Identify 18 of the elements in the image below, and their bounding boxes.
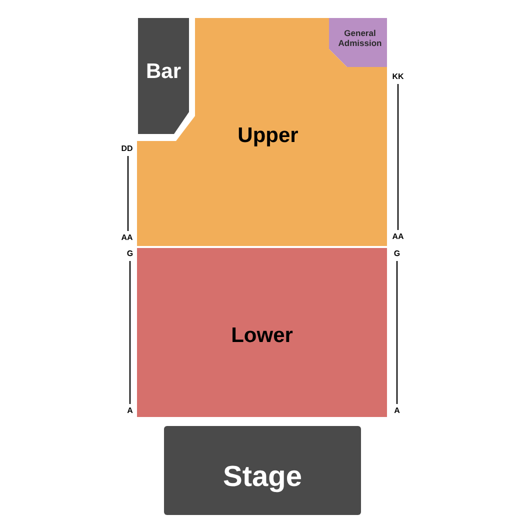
general-admission-section (329, 18, 387, 67)
row-label: A (127, 407, 133, 415)
section-label: Upper (236, 123, 300, 149)
upper-section (137, 18, 387, 246)
row-label: A (394, 407, 400, 415)
section-label: Lower (230, 323, 294, 349)
bar-area (138, 18, 189, 134)
section-label: General Admission (337, 28, 383, 48)
stage (164, 426, 361, 515)
row-label: AA (121, 234, 133, 242)
row-label: DD (121, 145, 133, 153)
row-label: KK (392, 73, 404, 81)
row-label: AA (392, 233, 404, 241)
section-label: Stage (222, 460, 303, 495)
row-label: G (394, 250, 400, 258)
lower-section (137, 248, 387, 417)
section-label: Bar (144, 59, 182, 85)
row-label: G (126, 250, 134, 258)
